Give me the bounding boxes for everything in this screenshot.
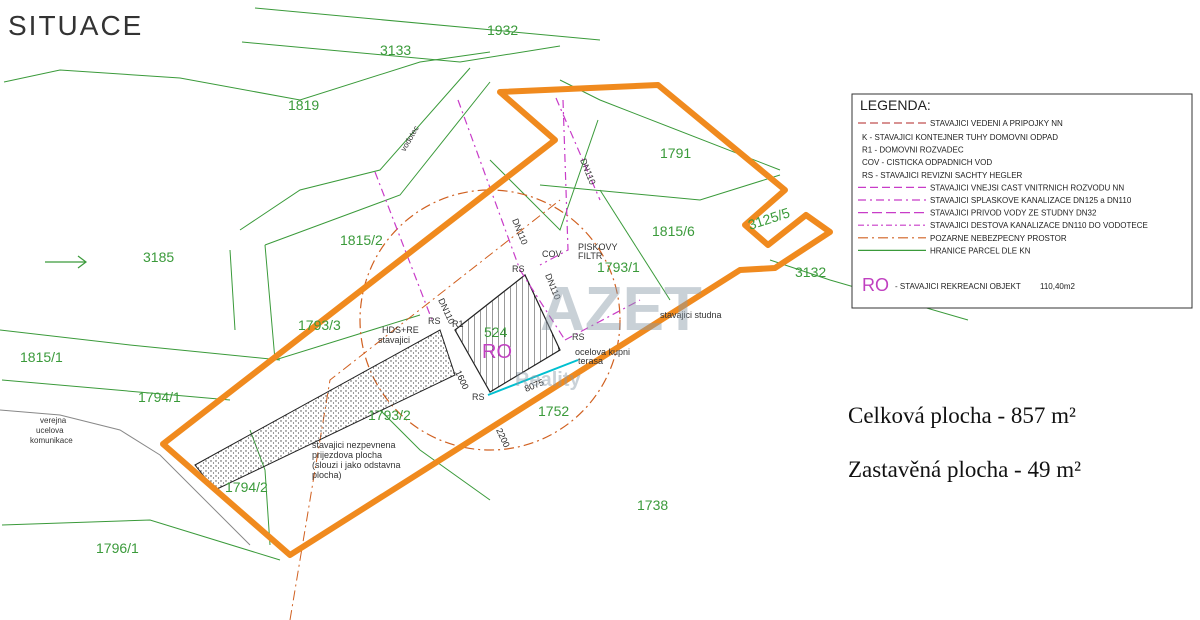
built-area: Zastavěná plocha - 49 m² xyxy=(848,457,1081,482)
watermark-brand: AZET xyxy=(540,275,702,344)
dimension-label: 1600 xyxy=(453,369,471,391)
dimension-label: 2200 xyxy=(494,427,512,449)
parcel-1796-1: 1796/1 xyxy=(96,540,139,556)
legend-item: STAVAJICI PRIVOD VODY ZE STUDNY DN32 xyxy=(930,209,1097,218)
building-footprint xyxy=(454,274,561,393)
arrow-icon xyxy=(45,255,87,269)
parcel-boundaries xyxy=(0,7,969,561)
watermark: AZET Reality xyxy=(515,275,702,391)
legend-item: STAVAJICI VEDENI A PRIPOJKY NN xyxy=(930,119,1063,128)
inspection-shaft-label: RS xyxy=(572,332,585,342)
legend-item: HRANICE PARCEL DLE KN xyxy=(930,246,1031,255)
parcel-1815-6: 1815/6 xyxy=(652,223,695,239)
legend: LEGENDA: STAVAJICI VEDENI A PRIPOJKY NN K… xyxy=(851,93,1193,309)
inspection-shaft-label: RS xyxy=(428,316,441,326)
legend-ro-code: RO xyxy=(862,275,889,295)
map-annotations: vodotec DN110 DN110 DN110 DN110 COV PISK… xyxy=(30,124,722,480)
legend-item: K - STAVAJICI KONTEJNER TUHY DOMOVNI ODP… xyxy=(862,133,1058,142)
well-label: stavajici studna xyxy=(660,310,722,320)
parcel-3133: 3133 xyxy=(380,42,411,58)
legend-item: COV - CISTICKA ODPADNICH VOD xyxy=(862,158,992,167)
page-title: SITUACE xyxy=(8,10,144,41)
hds-sub-label: stavajici xyxy=(378,335,410,345)
pipes xyxy=(374,97,641,341)
parcel-3132: 3132 xyxy=(795,264,826,280)
parcel-1793-1: 1793/1 xyxy=(597,259,640,275)
driveway-label: stavajici nezpevnena xyxy=(312,440,396,450)
fire-zone-circle xyxy=(359,189,621,451)
parcel-3185: 3185 xyxy=(143,249,174,265)
legend-item: R1 - DOMOVNI ROZVADEC xyxy=(862,146,964,155)
pipe-label: DN110 xyxy=(578,157,598,186)
legend-ro-text: - STAVAJICI REKREACNI OBJEKT xyxy=(895,282,1021,291)
legend-item: POZARNE NEBEZPECNY PROSTOR xyxy=(930,234,1067,243)
parcel-1791: 1791 xyxy=(660,145,691,161)
driveway-label: prijezdova plocha xyxy=(312,450,382,460)
legend-item: STAVAJICI SPLASKOVE KANALIZACE DN125 a D… xyxy=(930,196,1132,205)
cov-label: COV xyxy=(542,249,562,259)
driveway-label: (slouzi i jako odstavna xyxy=(312,460,401,470)
parcel-1794-1: 1794/1 xyxy=(138,389,181,405)
parcel-1793-3: 1793/3 xyxy=(298,317,341,333)
parcel-1819: 1819 xyxy=(288,97,319,113)
parcel-1738: 1738 xyxy=(637,497,668,513)
total-area: Celková plocha - 857 m² xyxy=(848,403,1076,428)
plot-boundary xyxy=(160,82,833,558)
hds-label: HDS+RE xyxy=(382,325,419,335)
legend-item: RS - STAVAJICI REVIZNI SACHTY HEGLER xyxy=(862,171,1023,180)
terrace-label: terasa xyxy=(578,356,603,366)
road-label: komunikace xyxy=(30,436,73,445)
distribution-box-label: R1 xyxy=(452,319,464,329)
inspection-shaft-label: RS xyxy=(472,392,485,402)
watermark-sub: Reality xyxy=(515,369,581,391)
road-label: verejna xyxy=(40,416,67,425)
terrace-line xyxy=(487,359,579,396)
watercourse-label: vodotec xyxy=(399,124,421,153)
pipe-label: DN110 xyxy=(510,217,530,246)
object-number: 524 xyxy=(484,324,508,340)
parcel-1752: 1752 xyxy=(538,403,569,419)
terrace-label: ocelova kupni xyxy=(575,347,630,357)
legend-ro-area: 110,40m2 xyxy=(1040,282,1076,291)
parcel-1815-1: 1815/1 xyxy=(20,349,63,365)
parcel-1793-2: 1793/2 xyxy=(368,407,411,423)
parcel-1815-2: 1815/2 xyxy=(340,232,383,248)
parcel-1794-2: 1794/2 xyxy=(225,479,268,495)
filter-label: PISKOVY xyxy=(578,242,618,252)
legend-title: LEGENDA: xyxy=(860,97,931,113)
parcel-1932: 1932 xyxy=(487,22,518,38)
road-line xyxy=(0,409,251,546)
driveway-label: plocha) xyxy=(312,470,342,480)
ro-label: RO xyxy=(482,341,512,363)
road-label: ucelova xyxy=(36,426,64,435)
legend-item: STAVAJICI DESTOVA KANALIZACE DN110 DO VO… xyxy=(930,221,1148,230)
legend-item: STAVAJICI VNEJSI CAST VNITRNICH ROZVODU … xyxy=(930,183,1124,192)
inspection-shaft-label: RS xyxy=(512,264,525,274)
filter-label: FILTR xyxy=(578,251,603,261)
